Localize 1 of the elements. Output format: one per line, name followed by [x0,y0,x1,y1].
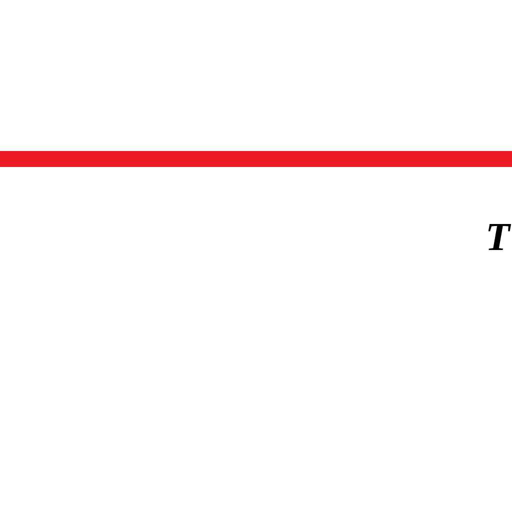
heading-letter: T [488,224,512,250]
